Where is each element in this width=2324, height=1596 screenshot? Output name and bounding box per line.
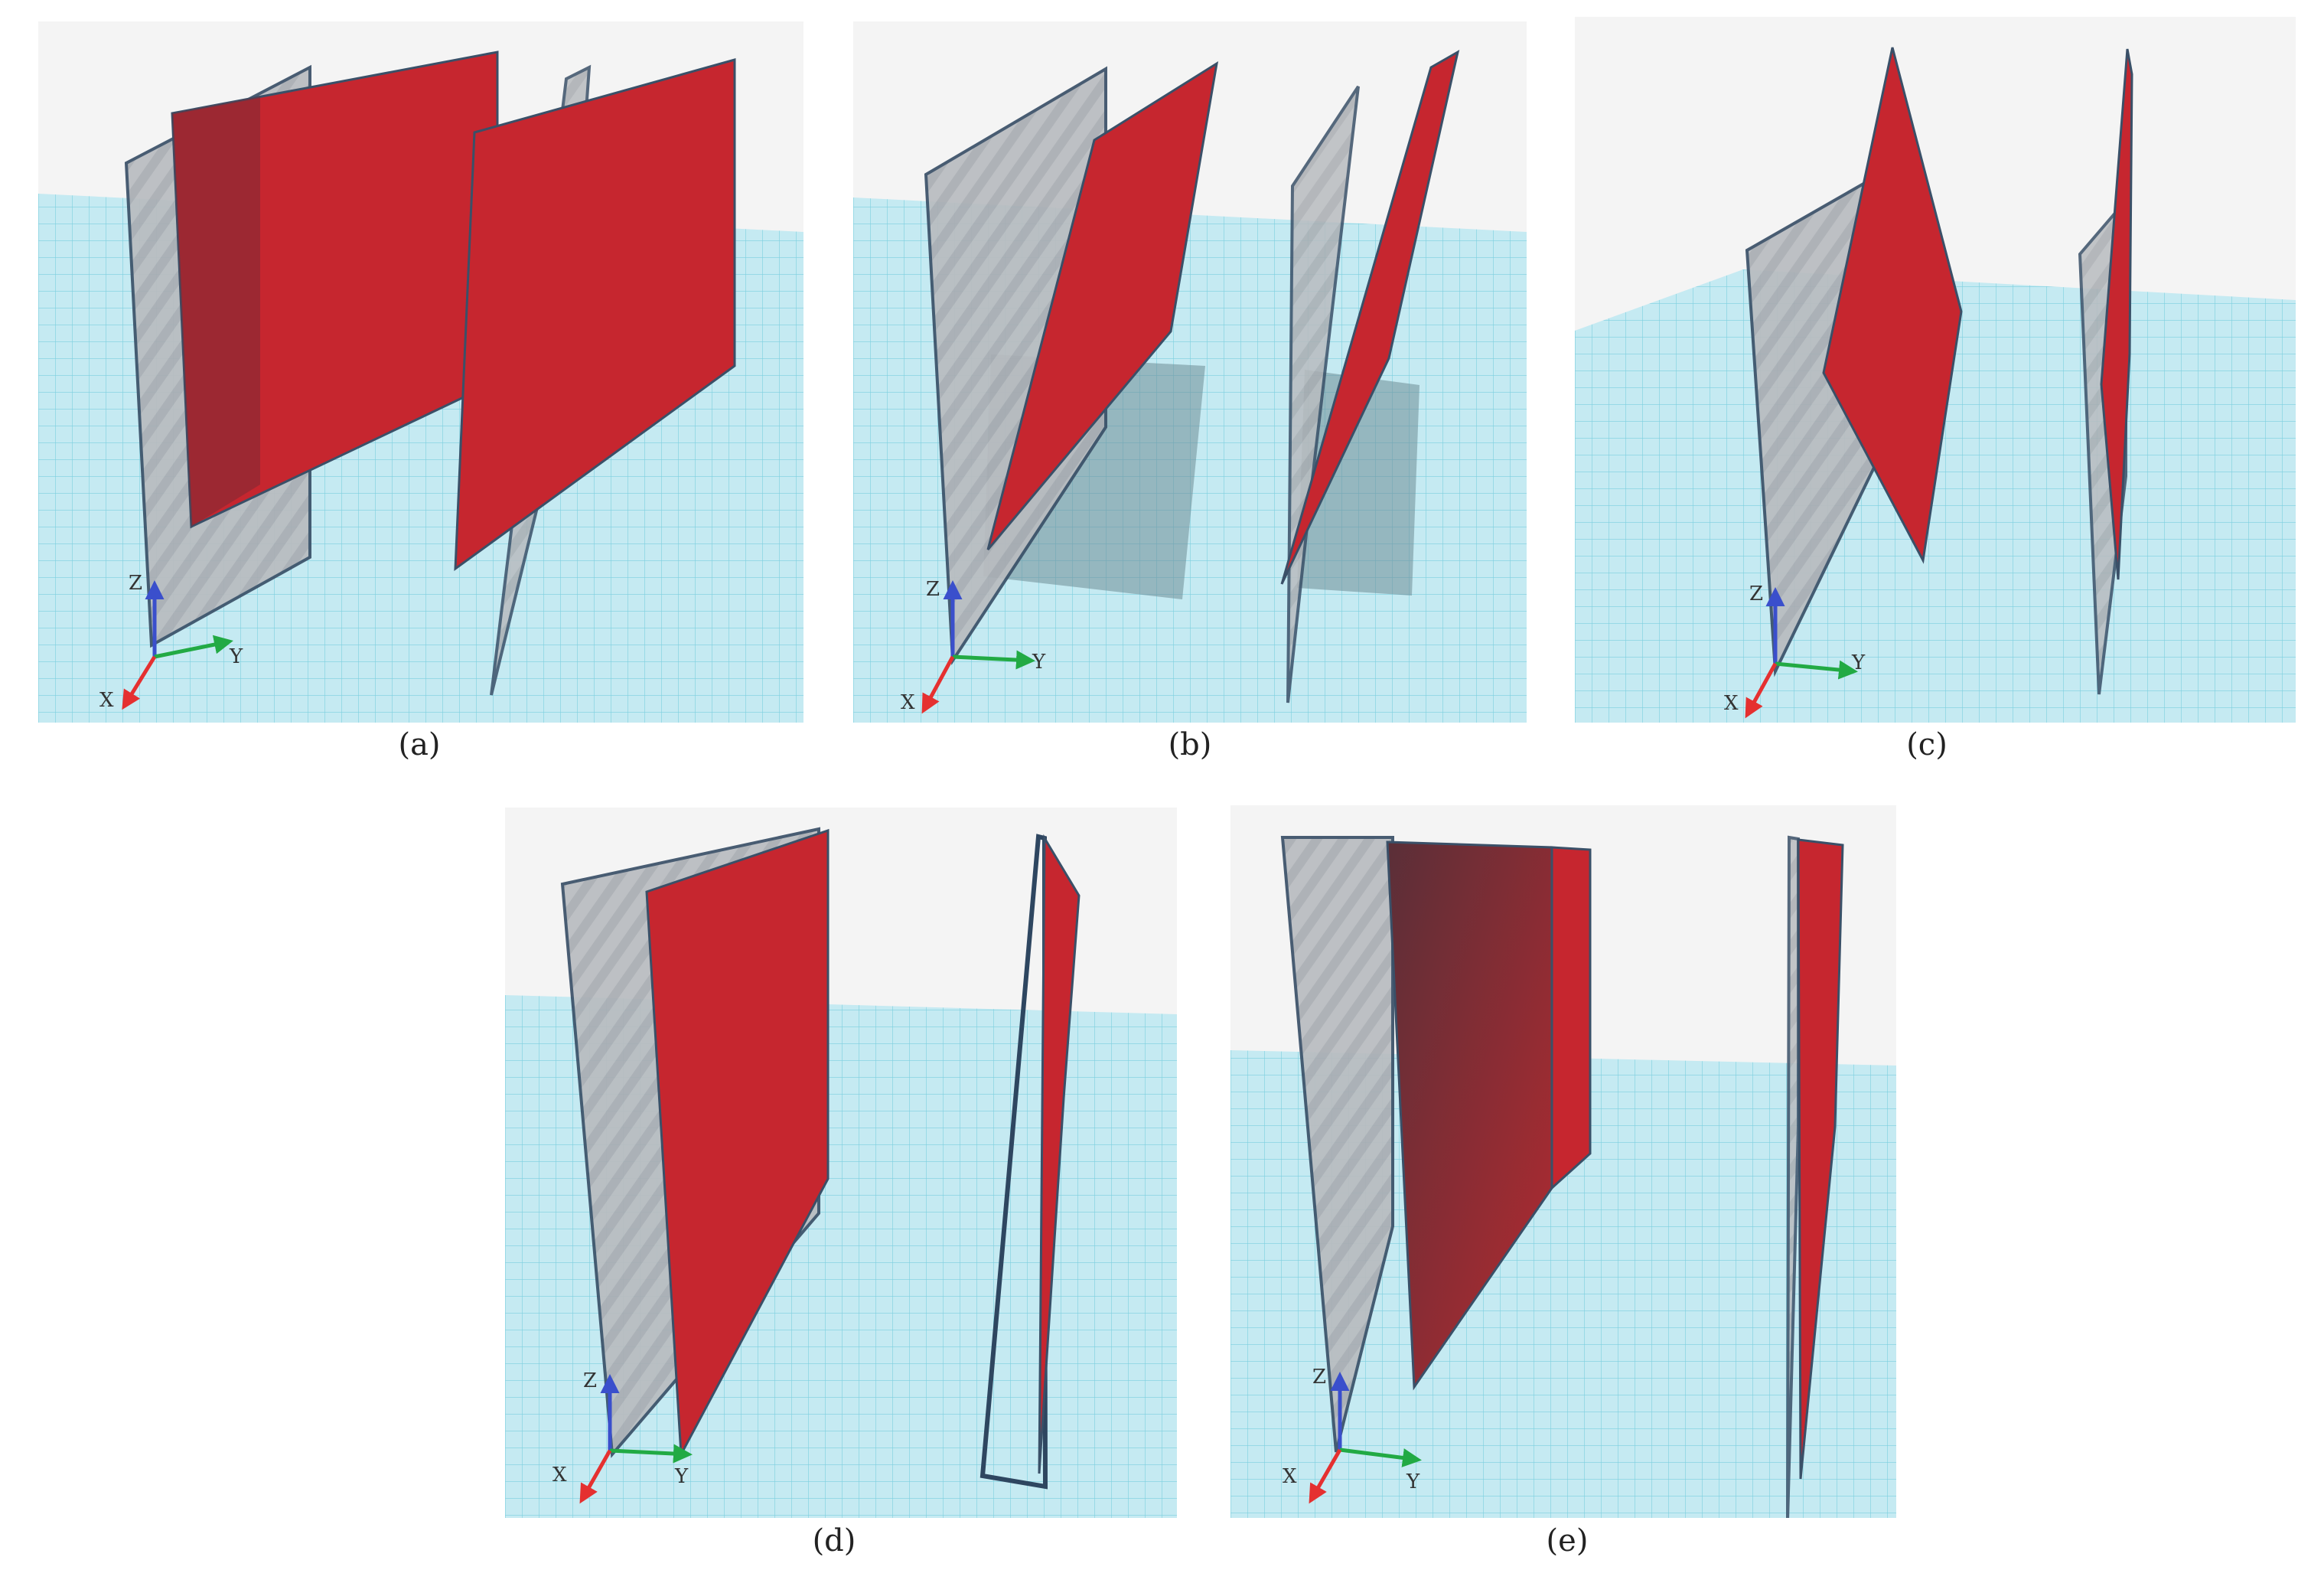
z-axis-label: Z [583,1369,597,1392]
panel-e-scene: Z Y X [1230,805,1896,1518]
x-axis [1745,662,1778,719]
panel-a: Z Y X [38,21,803,723]
y-axis [1775,660,1858,680]
y-axis [609,1444,693,1464]
axis-triad: Z Y X [99,572,243,712]
grid-floor [1230,1050,1896,1518]
x-axis [122,655,157,710]
y-axis-label: Y [674,1465,689,1488]
red-plane-left [645,828,830,1459]
x-axis-label: X [552,1464,567,1487]
y-axis-label: Y [1406,1470,1420,1493]
z-axis-label: Z [129,572,142,595]
red-plane-left-edge [1550,846,1592,1191]
x-axis [579,1449,612,1504]
red-plane-right [1038,834,1081,1474]
caption-e: (e) [1546,1523,1589,1558]
panel-e: Z Y X [1230,805,1896,1518]
x-axis-label: X [1283,1465,1297,1488]
red-plane-right [1797,838,1844,1480]
red-plane-left-shadow [172,96,260,527]
panel-d-scene: Z Y X [505,808,1177,1518]
caption-d: (d) [812,1523,856,1558]
red-plane-right [1280,50,1460,585]
y-axis [1339,1447,1422,1467]
caption-b: (b) [1168,727,1212,762]
red-plane-left [1822,47,1963,564]
caption-a: (a) [398,727,441,762]
panel-b-scene: Z Y X [853,21,1527,723]
axis-triad: Z Y X [1724,583,1866,719]
y-axis [154,635,233,659]
x-axis-label: X [99,689,114,712]
axis-triad: Z Y X [1283,1366,1422,1504]
caption-c: (c) [1906,727,1948,762]
x-axis [921,655,955,714]
y-axis-label: Y [1851,651,1866,674]
axis-triad: Z Y X [552,1369,693,1504]
x-axis-label: X [901,691,915,714]
red-plane-right [2100,48,2133,580]
z-axis-label: Z [926,578,940,601]
grey-plane-left [1280,836,1394,1453]
panel-c-scene: Z Y X [1575,17,2296,723]
panel-c: Z Y X [1575,17,2296,723]
red-plane-left [986,60,1219,550]
y-axis-label: Y [229,645,243,668]
y-axis-label: Y [1032,651,1046,674]
red-plane-right [454,58,736,572]
grey-plane-left [924,66,1107,666]
z-axis-label: Z [1749,583,1763,605]
panel-d: Z Y X [505,808,1177,1518]
z-axis-label: Z [1312,1366,1326,1389]
x-axis-label: X [1724,692,1739,715]
axis-triad: Z Y X [901,578,1046,714]
x-axis [1309,1448,1342,1504]
y-axis [952,650,1035,670]
panel-b: Z Y X [853,21,1527,723]
panel-a-scene: Z Y X [38,21,803,723]
